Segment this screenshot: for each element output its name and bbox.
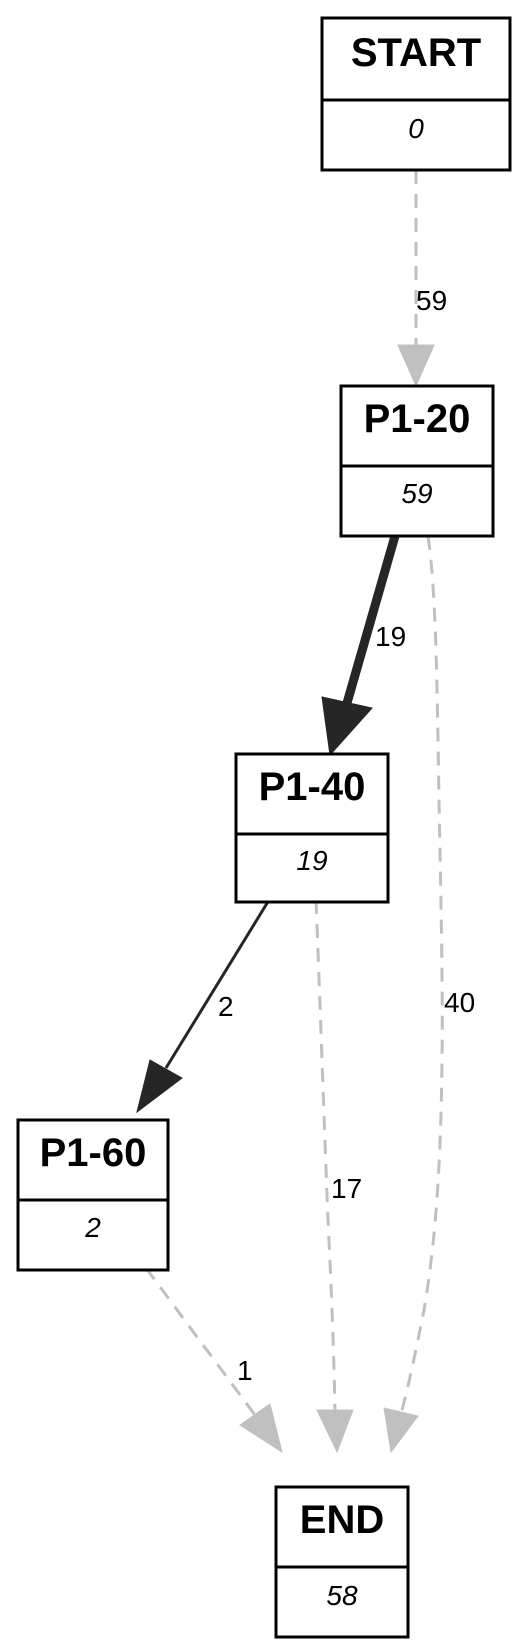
node-end-body bbox=[274, 1565, 410, 1639]
node-end-title: END bbox=[300, 1498, 384, 1542]
node-end-count: 58 bbox=[326, 1580, 358, 1611]
node-p1-60-title: P1-60 bbox=[40, 1131, 147, 1175]
arrowhead bbox=[136, 1059, 183, 1114]
node-start[interactable]: START 0 bbox=[320, 16, 512, 172]
node-p1-20-count: 59 bbox=[401, 478, 432, 509]
node-p1-60-body bbox=[16, 1198, 170, 1272]
edge-label-start-to-p1-20: 59 bbox=[416, 285, 447, 316]
node-p1-40-body bbox=[234, 832, 390, 904]
edge-p1-20-to-p1-40: 19 bbox=[321, 534, 406, 757]
node-p1-20-body bbox=[339, 464, 495, 538]
node-p1-60-header bbox=[16, 1118, 170, 1202]
node-start-header bbox=[320, 16, 512, 102]
edge-label-p1-60-to-end: 1 bbox=[237, 1355, 253, 1386]
edge-label-p1-20-to-p1-40: 19 bbox=[375, 621, 406, 652]
edge-label-p1-40-to-p1-60: 2 bbox=[218, 991, 234, 1022]
node-p1-20-title: P1-20 bbox=[364, 397, 471, 441]
edge-label-p1-20-to-end: 40 bbox=[444, 987, 475, 1018]
node-p1-40-count: 19 bbox=[296, 845, 327, 876]
edge-p1-40-to-p1-60: 2 bbox=[136, 899, 271, 1114]
node-start-title: START bbox=[351, 31, 481, 75]
node-end-header bbox=[274, 1485, 410, 1569]
node-p1-60[interactable]: P1-60 2 bbox=[16, 1118, 170, 1272]
node-start-body bbox=[320, 98, 512, 172]
node-p1-20-header bbox=[339, 384, 495, 468]
node-p1-20[interactable]: P1-20 59 bbox=[339, 384, 495, 538]
edge-start-to-p1-20: 59 bbox=[397, 170, 447, 388]
node-end[interactable]: END 58 bbox=[274, 1485, 410, 1639]
node-p1-40[interactable]: P1-40 19 bbox=[234, 752, 390, 904]
arrowhead bbox=[316, 1409, 354, 1454]
node-p1-60-count: 2 bbox=[84, 1212, 101, 1243]
arrowhead bbox=[397, 344, 435, 388]
node-start-count: 0 bbox=[408, 113, 424, 144]
node-p1-40-title: P1-40 bbox=[259, 765, 366, 809]
edge-p1-20-to-end: 40 bbox=[383, 535, 475, 1454]
arrowhead bbox=[321, 696, 373, 757]
arrowhead bbox=[239, 1403, 283, 1454]
arrowhead bbox=[383, 1407, 419, 1454]
edge-label-p1-40-to-end: 17 bbox=[331, 1173, 362, 1204]
edge-p1-40-to-end: 17 bbox=[314, 899, 362, 1454]
edge-p1-60-to-end: 1 bbox=[144, 1267, 283, 1454]
